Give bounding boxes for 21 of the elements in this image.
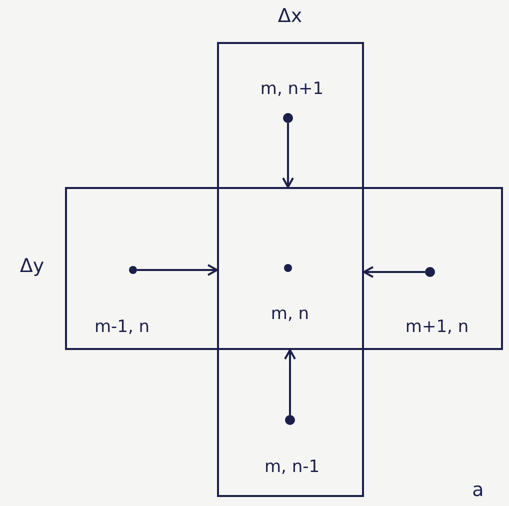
grid-cell xyxy=(65,187,219,350)
cell-label: m-1, n xyxy=(94,317,150,337)
cell-label: m, n+1 xyxy=(260,79,324,99)
panel-label: a xyxy=(472,479,484,501)
arrow xyxy=(284,349,296,415)
arrow xyxy=(363,266,425,278)
grid-point xyxy=(283,113,293,123)
grid-cell xyxy=(362,187,503,350)
grid-cell xyxy=(217,42,364,189)
grid-point xyxy=(425,267,435,277)
arrow xyxy=(137,264,218,276)
arrow xyxy=(282,123,294,188)
grid-point xyxy=(285,415,295,425)
dimension-label: Δx xyxy=(278,5,302,27)
cell-label: m+1, n xyxy=(405,317,469,337)
grid-point xyxy=(284,264,292,272)
cell-label: m, n-1 xyxy=(264,457,320,477)
cell-label: m, n xyxy=(270,304,310,324)
grid-point xyxy=(129,266,137,274)
grid-cell xyxy=(217,348,364,497)
dimension-label: Δy xyxy=(20,255,44,277)
